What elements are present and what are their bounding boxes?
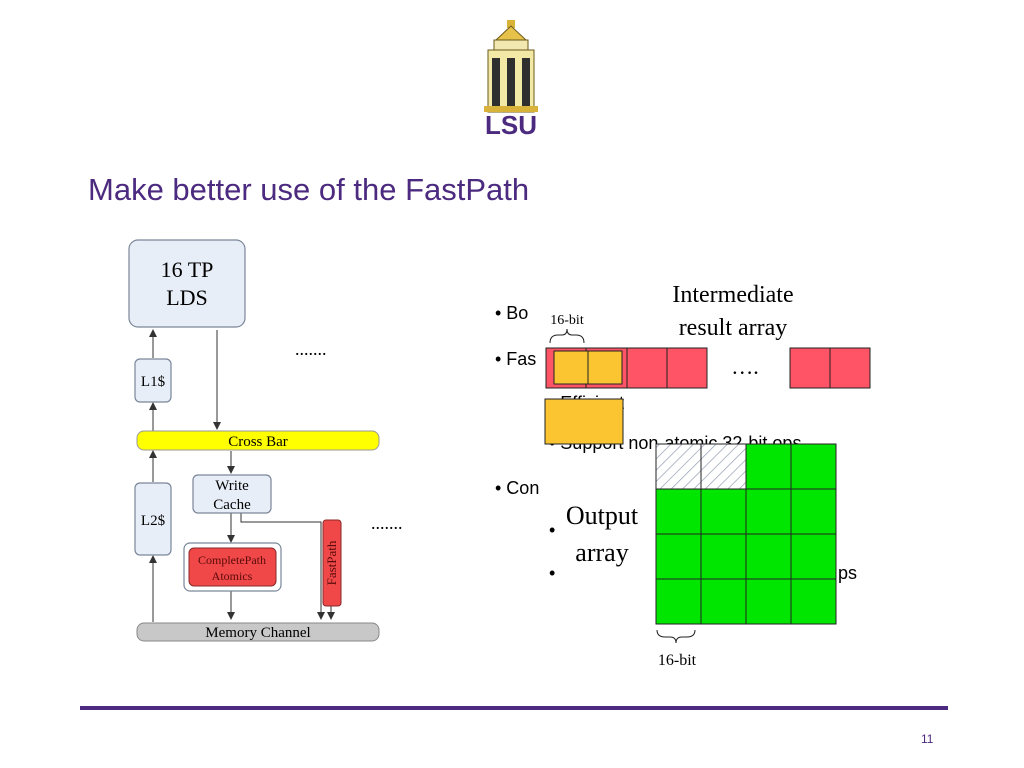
output-cell [700,578,747,625]
output-cell [790,533,837,580]
output-array-grid [655,443,837,625]
arrays-diagram: Intermediate result array 16-bit …. Outp… [544,282,871,669]
footer-rule [80,706,948,710]
active-16bit-cell [587,350,623,385]
output-cell-hatched [655,443,702,490]
output-label-line2: array [575,538,628,567]
output-cell [745,578,792,625]
completepath-atomics-box: CompletePath Atomics [183,542,282,592]
output-cell [745,443,792,490]
bottom-brace-label: 16-bit [658,652,697,669]
intermediate-ellipsis: …. [731,354,759,379]
output-cell [655,533,702,580]
output-cell [700,533,747,580]
output-cell [700,488,747,535]
bottom-width-annotation: 16-bit [656,629,697,669]
tower-icon [484,20,538,113]
write-cache-line1: Write [215,478,249,494]
write-cache-line2: Cache [213,497,251,513]
fastpath-label: FastPath [324,540,339,585]
output-cell [655,488,702,535]
intermediate-cell [626,347,668,389]
memory-channel: Memory Channel [136,622,380,642]
l2-label: L2$ [141,513,166,529]
dots-top: ....... [295,339,327,359]
lsu-logo: LSU [484,20,538,138]
active-16bit-cell [553,350,589,385]
completepath-line1: CompletePath [198,553,266,567]
sub-bullet-5-tail: ps [838,563,858,583]
top-width-annotation: 16-bit [549,313,585,344]
crossbar: Cross Bar [136,430,380,451]
output-cell [745,488,792,535]
sub-bullet-4: • [549,520,556,540]
logo-lettering: LSU [485,110,537,138]
crossbar-label: Cross Bar [228,434,288,450]
memory-channel-label: Memory Channel [205,625,310,641]
bullet-2: • Fas [495,349,537,369]
intermediate-cell [829,347,871,389]
top-brace-label: 16-bit [550,313,584,328]
intermediate-label-line2: result array [679,315,788,341]
slide-title: Make better use of the FastPath [88,172,530,207]
moving-16bit-block [544,398,624,445]
intermediate-result-array: …. [545,347,871,389]
output-cell [655,578,702,625]
lds-line2: LDS [166,285,208,310]
output-cell [790,443,837,490]
fastpath-box: FastPath [322,519,342,607]
l1-label: L1$ [141,374,166,390]
sub-bullet-5: • [549,563,556,583]
bullet-1: • Bo [495,303,529,323]
l2-cache-box: L2$ [134,482,172,556]
intermediate-label-line1: Intermediate [672,282,793,308]
intermediate-cell [666,347,708,389]
lds-box: 16 TP LDS [128,239,246,328]
output-cell [790,488,837,535]
l1-cache-box: L1$ [134,358,172,403]
page-number: 11 [921,732,934,746]
output-cell [745,533,792,580]
lds-line1: 16 TP [161,257,214,282]
write-cache-box: Write Cache [192,474,272,514]
output-cell [790,578,837,625]
dots-right: ....... [371,513,403,533]
output-label-line1: Output [566,501,639,530]
intermediate-cell [789,347,831,389]
bullet-3: • Con [495,478,540,498]
completepath-line2: Atomics [212,569,253,583]
output-cell-hatched [700,443,747,490]
architecture-diagram: 16 TP LDS L1$ ....... Cross Bar L2$ Writ… [128,239,403,642]
